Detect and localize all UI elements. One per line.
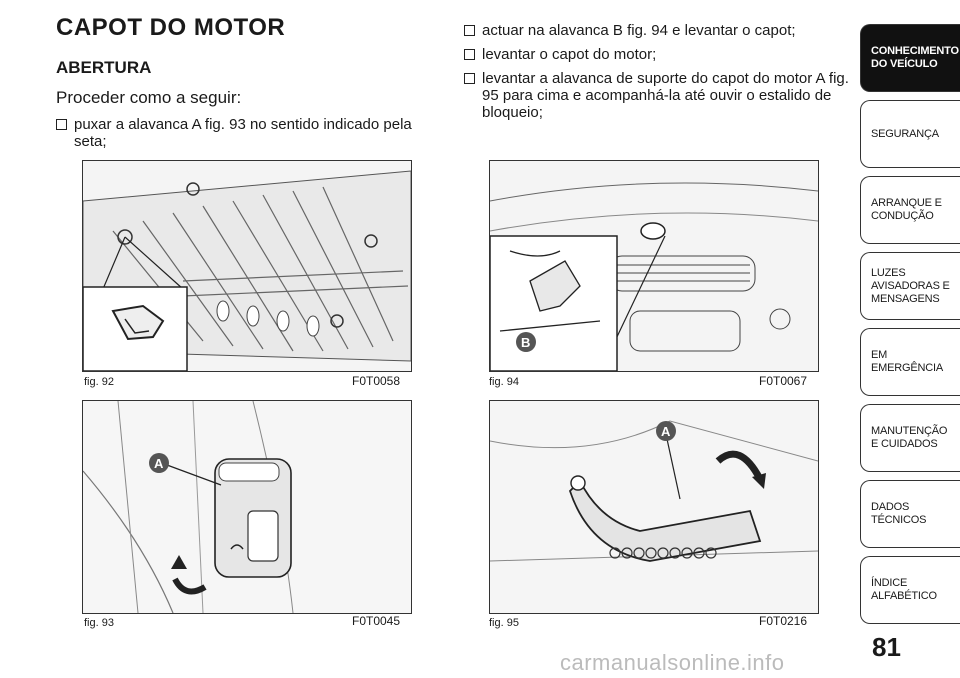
callout-label: B bbox=[521, 335, 530, 350]
checkbox-bullet-icon bbox=[464, 73, 475, 84]
bullet-text: actuar na alavanca B fig. 94 e levantar … bbox=[482, 22, 796, 39]
intro-text: Proceder como a seguir: bbox=[56, 88, 242, 107]
page-number: 81 bbox=[872, 632, 901, 662]
figure-caption: fig. 93 bbox=[84, 617, 114, 629]
tab-arranque-e-conducao[interactable]: ARRANQUE E CONDUÇÃO bbox=[860, 176, 960, 244]
figure-code: F0T0067 bbox=[759, 374, 808, 388]
callout-a-icon bbox=[656, 421, 676, 441]
figure-93-image: A bbox=[82, 400, 412, 614]
lever-illustration: A bbox=[83, 401, 411, 613]
tab-em-emergencia[interactable]: EM EMERGÊNCIA bbox=[860, 328, 960, 396]
watermark-text: carmanualsonline.info bbox=[560, 650, 785, 675]
callout-label: A bbox=[661, 424, 671, 439]
figure-caption: fig. 95 bbox=[489, 617, 519, 629]
tab-seguranca[interactable]: SEGURANÇA bbox=[860, 100, 960, 168]
tab-indice-alfabetico[interactable]: ÍNDICE ALFABÉTICO bbox=[860, 556, 960, 624]
tab-dados-tecnicos[interactable]: DADOS TÉCNICOS bbox=[860, 480, 960, 548]
hood-support-illustration: A bbox=[490, 401, 818, 613]
callout-b-icon bbox=[516, 332, 536, 352]
figure-92-image bbox=[82, 160, 412, 372]
section-subtitle: ABERTURA bbox=[56, 58, 152, 77]
bullet-item: actuar na alavanca B fig. 94 e levantar … bbox=[464, 22, 854, 39]
figure-94-image: B bbox=[489, 160, 819, 372]
checkbox-bullet-icon bbox=[464, 49, 475, 60]
tab-luzes-avisadoras[interactable]: LUZES AVISADORAS E MENSAGENS bbox=[860, 252, 960, 320]
bullet-item: levantar o capot do motor; bbox=[464, 46, 854, 63]
page-title: CAPOT DO MOTOR bbox=[56, 14, 286, 41]
bullet-text: levantar o capot do motor; bbox=[482, 46, 657, 63]
front-grille-illustration: B bbox=[490, 161, 818, 371]
figure-code: F0T0045 bbox=[352, 614, 401, 628]
tab-conhecimento-do-veiculo[interactable]: CONHECIMENTO DO VEÍCULO bbox=[860, 24, 960, 92]
bullet-item: levantar a alavanca de suporte do capot … bbox=[464, 70, 854, 121]
figure-95-image: A bbox=[489, 400, 819, 614]
tab-manutencao-e-cuidados[interactable]: MANUTENÇÃO E CUIDADOS bbox=[860, 404, 960, 472]
bullet-text: levantar a alavanca de suporte do capot … bbox=[482, 70, 849, 121]
figure-code: F0T0216 bbox=[759, 614, 808, 628]
bullet-item: puxar a alavanca A fig. 93 no sentido in… bbox=[56, 116, 426, 150]
figure-code: F0T0058 bbox=[352, 374, 401, 388]
figure-caption: fig. 94 bbox=[489, 376, 519, 388]
callout-a-icon bbox=[149, 453, 169, 473]
checkbox-bullet-icon bbox=[464, 25, 475, 36]
checkbox-bullet-icon bbox=[56, 119, 67, 130]
figure-caption: fig. 92 bbox=[84, 376, 114, 388]
callout-label: A bbox=[154, 456, 164, 471]
bullet-text: puxar a alavanca A fig. 93 no sentido in… bbox=[74, 116, 412, 150]
truck-bed-illustration bbox=[83, 161, 411, 371]
